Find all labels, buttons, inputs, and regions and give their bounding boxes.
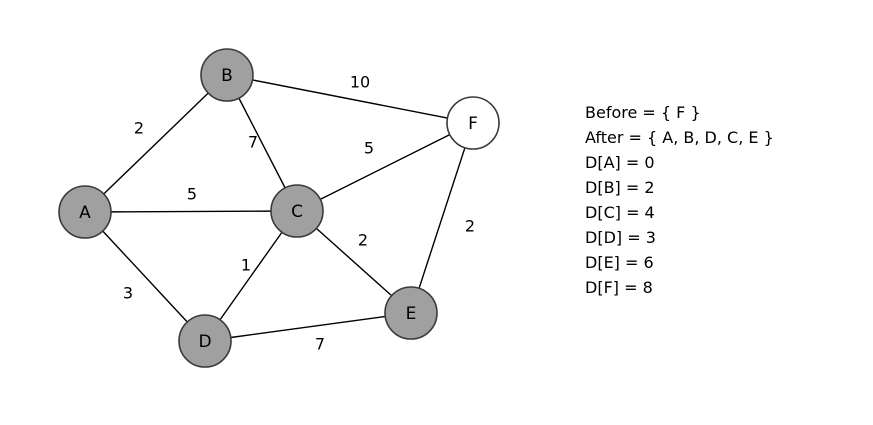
graph-edge-a-c <box>110 210 272 213</box>
node-circle-f <box>446 96 500 150</box>
edge-weights-group: 2 5 3 7 10 1 2 5 7 2 <box>123 73 475 354</box>
nodes-group: A B C D E F <box>58 48 500 368</box>
node-circle-b <box>200 48 254 102</box>
node-label-b: B <box>221 66 233 86</box>
algorithm-state-panel: Before = { F } After = { A, B, D, C, E } D… <box>585 100 855 300</box>
node-circle-a <box>58 185 112 239</box>
edge-weight-a-c: 5 <box>187 185 197 204</box>
node-label-c: C <box>291 202 303 222</box>
edges-group <box>102 79 466 339</box>
edge-weight-a-b: 2 <box>134 119 144 138</box>
info-line: D[C] = 4 <box>585 203 655 222</box>
graph-node-a[interactable]: A <box>58 185 112 239</box>
graph-node-d[interactable]: D <box>178 314 232 368</box>
edge-weight-b-f: 10 <box>350 73 370 92</box>
graph-edge-c-d <box>219 231 283 321</box>
graph-edge-a-d <box>102 230 188 323</box>
edge-weight-d-e: 7 <box>315 335 325 354</box>
edge-weight-c-f: 5 <box>364 139 374 158</box>
graph-node-c[interactable]: C <box>270 184 324 238</box>
graph-node-b[interactable]: B <box>200 48 254 102</box>
edge-weight-c-e: 2 <box>358 231 368 250</box>
node-label-d: D <box>198 332 211 352</box>
graph-edge-b-f <box>252 79 448 119</box>
graph-edge-c-e <box>315 227 393 297</box>
info-line: D[E] = 6 <box>585 253 654 272</box>
edge-weight-c-d: 1 <box>241 256 251 275</box>
info-line: D[D] = 3 <box>585 228 656 247</box>
graph-edge-e-f <box>418 147 466 289</box>
node-circle-c <box>270 184 324 238</box>
node-label-f: F <box>468 114 478 134</box>
graph-edge-d-e <box>230 315 386 339</box>
graph-node-e[interactable]: E <box>384 286 438 340</box>
node-circle-e <box>384 286 438 340</box>
graph-edge-a-b <box>103 92 209 195</box>
info-line: Before = { F } <box>585 103 701 122</box>
graph-edge-b-c <box>238 97 286 189</box>
info-line: D[A] = 0 <box>585 153 655 172</box>
edge-weight-a-d: 3 <box>123 284 133 303</box>
info-line: D[F] = 8 <box>585 278 653 297</box>
edge-weight-b-c: 7 <box>248 133 258 152</box>
graph-node-f[interactable]: F <box>446 96 500 150</box>
edge-weight-e-f: 2 <box>465 217 475 236</box>
node-label-a: A <box>79 203 91 223</box>
info-line: After = { A, B, D, C, E } <box>585 128 774 147</box>
info-line: D[B] = 2 <box>585 178 655 197</box>
node-circle-d <box>178 314 232 368</box>
graph-edge-c-f <box>319 134 451 200</box>
node-label-e: E <box>406 304 417 324</box>
